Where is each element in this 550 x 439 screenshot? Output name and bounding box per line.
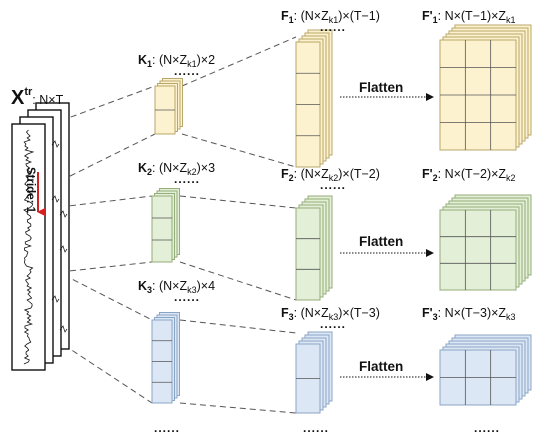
kernel-3-label: K3: (N×Zk3)×4	[138, 279, 215, 295]
feature-map-1-label: F1: (N×Zk1)×(T−1)	[281, 9, 380, 25]
flattened-3-label: F'3: N×(T−3)×Zk3	[422, 306, 516, 322]
dash-input-k2-bottom	[59, 261, 153, 273]
time-series-signal	[23, 129, 35, 365]
feature-map-2-stack	[295, 195, 333, 301]
ellipsis-flat-bottom: ......	[474, 421, 500, 435]
dash-k3-f3-bottom	[179, 402, 297, 414]
back-signal-tick-2	[59, 210, 68, 218]
kernel-1-stack	[154, 78, 183, 135]
feature-map-2-stack-sheet-0	[295, 207, 321, 301]
input-dims: : N×T	[32, 93, 63, 107]
flatten-arrows	[340, 93, 434, 381]
kernel-stacks	[151, 78, 183, 404]
dash-input-k3-bottom	[63, 344, 153, 404]
ellipsis-f2: ......	[320, 178, 346, 192]
flatten-label-2: Flatten	[359, 234, 403, 249]
back-signal-tick-5	[59, 325, 68, 333]
flattened-stacks	[439, 24, 532, 406]
flatten-label-1: Flatten	[359, 80, 403, 95]
flattened-2-stack	[439, 194, 532, 291]
back-signal-tick-0	[51, 140, 60, 148]
dash-k2-f2-bottom	[179, 261, 297, 301]
feature-map-1-stack	[295, 29, 333, 168]
stride-indicator: Stride: 1	[24, 167, 45, 216]
flattened-2-stack-sheet-0	[439, 209, 517, 291]
dash-k2-f2-top	[179, 195, 297, 209]
feature-map-3-stack	[295, 331, 333, 414]
dash-input-k1-bottom	[51, 133, 156, 186]
back-signal-tick-1	[51, 195, 60, 203]
flattened-1-label: F'1: N×(T−1)×Zk1	[422, 9, 516, 25]
kernel-1-label: K1: (N×Zk1)×2	[138, 53, 215, 69]
flattened-2-label: F'2: N×(T−2)×Zk2	[422, 167, 516, 183]
ellipsis-k2: ......	[174, 172, 200, 186]
feature-map-2-label: F2: (N×Zk2)×(T−2)	[281, 167, 380, 183]
ellipsis-k3-top: ......	[174, 290, 200, 304]
flattened-1-stack	[439, 24, 532, 151]
dash-input-k1-top	[51, 85, 156, 125]
input-time-series	[11, 102, 70, 371]
dash-k1-f1-top	[181, 36, 297, 87]
ellipsis-k3-bottom: ......	[154, 421, 180, 435]
feature-map-3-label: F3: (N×Zk3)×(T−3)	[281, 306, 380, 322]
flatten-label-3: Flatten	[359, 359, 403, 374]
kernel-2-label: K2: (N×Zk2)×3	[138, 161, 215, 177]
kernel-2-stack	[151, 188, 180, 263]
dashed-connection-lines	[51, 36, 297, 414]
feature-map-stacks	[295, 29, 333, 414]
input-label: Xtr: N×T	[11, 86, 64, 109]
input-symbol: X	[11, 87, 25, 109]
flattened-3-stack	[439, 334, 532, 406]
kernel-3-stack	[151, 312, 180, 404]
ellipsis-k1: ......	[174, 64, 200, 78]
ellipsis-f3-bottom: ......	[303, 421, 329, 435]
input-superscript: tr	[24, 86, 33, 98]
back-signal-tick-3	[59, 245, 68, 253]
dash-k3-f3-top	[179, 319, 297, 334]
ellipsis-f3-top: ......	[320, 317, 346, 331]
dash-input-k2-top	[59, 195, 153, 208]
kernel-2-stack-sheet-0	[151, 195, 173, 263]
stride-label: Stride: 1	[24, 167, 36, 214]
dash-input-k3-top	[63, 274, 153, 321]
back-signal-tick-4	[51, 295, 60, 303]
ellipsis-f1: ......	[320, 20, 346, 34]
